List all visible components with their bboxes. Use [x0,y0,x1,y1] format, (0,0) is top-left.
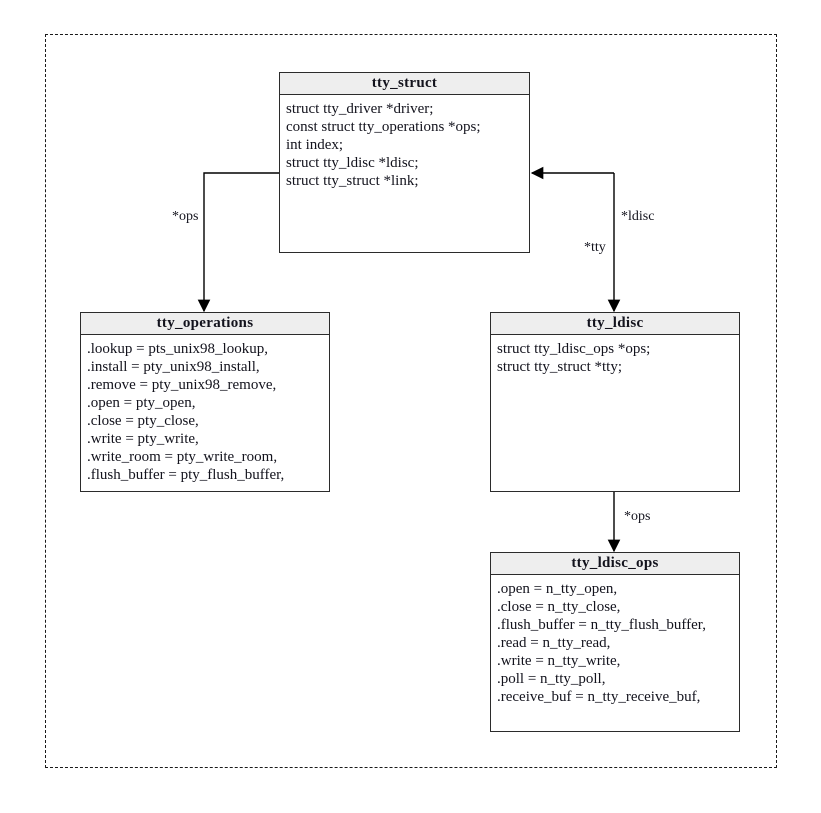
struct-field: .write_room = pty_write_room, [87,449,278,465]
struct-box-tty-struct: tty_struct struct tty_driver *driver; co… [279,72,530,253]
box-body-tty-ldisc: struct tty_ldisc_ops *ops; struct tty_st… [491,335,739,376]
struct-field: .flush_buffer = pty_flush_buffer, [87,467,285,483]
connector-label-tty: *tty [584,240,606,255]
struct-field: .remove = pty_unix98_remove, [87,377,277,393]
struct-field: struct tty_struct *link; [286,173,419,189]
struct-field: struct tty_ldisc *ldisc; [286,155,419,171]
struct-field: .open = n_tty_open, [497,581,618,597]
box-title-tty-struct: tty_struct [280,73,529,95]
struct-field: .close = pty_close, [87,413,199,429]
struct-field: .install = pty_unix98_install, [87,359,260,375]
box-body-tty-operations: .lookup = pts_unix98_lookup, .install = … [81,335,329,484]
struct-field: struct tty_struct *tty; [497,359,622,375]
box-title-tty-ldisc-ops: tty_ldisc_ops [491,553,739,575]
struct-field: .write = pty_write, [87,431,199,447]
struct-field: const struct tty_operations *ops; [286,119,481,135]
arrow-tty-struct-to-tty-operations [197,172,279,313]
struct-field: .flush_buffer = n_tty_flush_buffer, [497,617,706,633]
struct-field: struct tty_driver *driver; [286,101,434,117]
box-body-tty-struct: struct tty_driver *driver; const struct … [280,95,529,190]
struct-field: int index; [286,137,344,153]
struct-box-tty-operations: tty_operations .lookup = pts_unix98_look… [80,312,330,492]
connector-label-ops: *ops [172,209,199,224]
struct-box-tty-ldisc: tty_ldisc struct tty_ldisc_ops *ops; str… [490,312,740,492]
struct-field: .read = n_tty_read, [497,635,611,651]
struct-field: struct tty_ldisc_ops *ops; [497,341,651,357]
struct-field: .lookup = pts_unix98_lookup, [87,341,268,357]
connector-label-ldisc: *ldisc [621,209,655,224]
struct-field: .close = n_tty_close, [497,599,621,615]
box-title-tty-ldisc: tty_ldisc [491,313,739,335]
box-title-tty-operations: tty_operations [81,313,329,335]
struct-field: .receive_buf = n_tty_receive_buf, [497,689,701,705]
diagram-frame [45,34,777,768]
struct-field: .open = pty_open, [87,395,196,411]
struct-field: .write = n_tty_write, [497,653,621,669]
struct-field: .poll = n_tty_poll, [497,671,606,687]
struct-box-tty-ldisc-ops: tty_ldisc_ops .open = n_tty_open, .close… [490,552,740,732]
connector-label-ops: *ops [624,509,651,524]
box-body-tty-ldisc-ops: .open = n_tty_open, .close = n_tty_close… [491,575,739,706]
